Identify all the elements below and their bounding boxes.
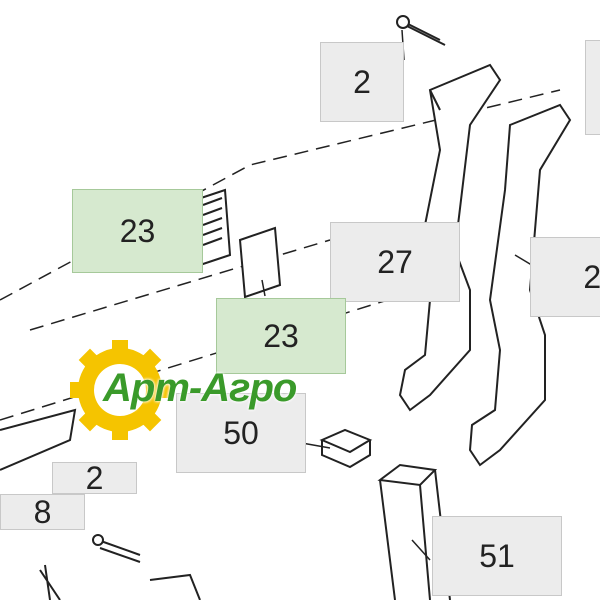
callout-8[interactable]: 8 [0, 494, 85, 530]
callout-label: 50 [223, 414, 259, 451]
callout-label: 23 [119, 212, 156, 249]
callout-27-right[interactable]: 27 [530, 237, 600, 317]
callout-partial-top-right [585, 40, 600, 135]
callout-2-bottom[interactable]: 2 [52, 459, 137, 496]
callout-51[interactable]: 51 [432, 516, 562, 596]
callout-label: 51 [479, 537, 515, 574]
callout-label: 8 [33, 493, 52, 530]
logo-watermark: Арт-Агро [103, 366, 297, 410]
callout-label: 2 [353, 63, 371, 100]
callout-50[interactable]: 50 [176, 393, 306, 473]
callout-label: 2 [85, 459, 104, 496]
callout-23-mid[interactable]: 23 [216, 298, 346, 374]
callout-27-mid[interactable]: 27 [330, 222, 460, 302]
callout-label: 27 [583, 258, 600, 295]
callout-label: 27 [377, 243, 413, 280]
callout-label: 23 [263, 317, 299, 354]
callout-23-left[interactable]: 23 [72, 189, 203, 273]
logo-gear-icon [70, 340, 170, 440]
callout-2-top[interactable]: 2 [320, 42, 404, 122]
